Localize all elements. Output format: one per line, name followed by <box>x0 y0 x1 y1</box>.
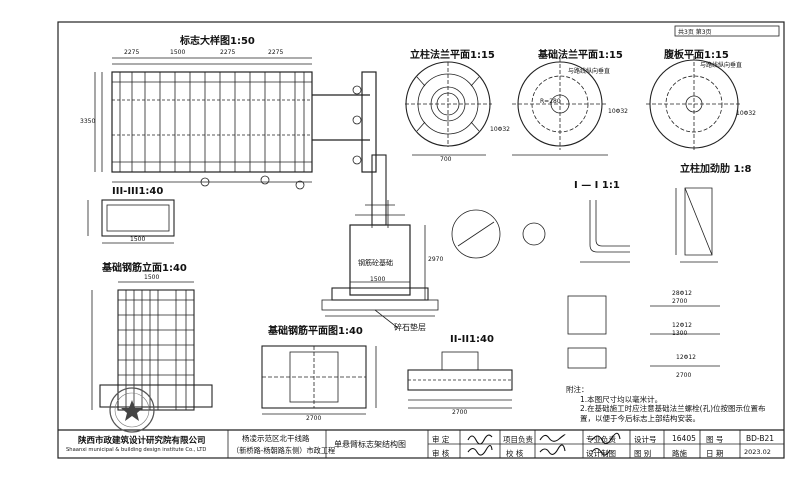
sign-detail-title: 标志大样图1:50 <box>180 36 255 47</box>
company-name: 陕西市政建筑设计研究院有限公司 <box>78 436 206 446</box>
column-stiffener-drawing <box>675 187 718 263</box>
section-1-drawing <box>451 200 630 263</box>
category-label: 图 别 <box>634 449 652 458</box>
dim-sign-top-3: 2275 <box>220 49 236 56</box>
date: 2023.02 <box>744 448 771 456</box>
section-1-title: I — I 1:1 <box>574 180 620 191</box>
drawing-border <box>57 21 785 459</box>
concrete-base-label: 钢筋砼基础 <box>358 259 393 267</box>
project-lead-label: 项目负责 <box>503 435 533 444</box>
rebar-details <box>567 295 720 369</box>
dim-sign-top-1: 2275 <box>124 49 140 56</box>
rebar-note-6: 2700 <box>676 372 692 379</box>
designer-label: 设计制图 <box>586 449 616 458</box>
project-line-2: （新桥路-杨朝路东侧）市政工程 <box>232 446 336 455</box>
dim-plan-width: 2700 <box>306 415 322 422</box>
dim-rebar-width: 1500 <box>144 274 160 281</box>
dim-sign-top-4: 2275 <box>268 49 284 56</box>
rebar-note-4: 1300 <box>672 330 688 337</box>
rib-plate-plan <box>646 56 742 152</box>
audit-label: 审 核 <box>432 449 450 458</box>
rebar-note-1: 28Φ12 <box>672 290 692 297</box>
section-2-drawing <box>407 351 513 409</box>
bolt-spec-column: 10Φ32 <box>490 126 510 133</box>
note-item-1: 1.本图尺寸均以毫米计。 <box>580 395 663 404</box>
page-number: 共3页 第3页 <box>678 29 712 36</box>
foundation-rebar-elevation <box>91 281 213 411</box>
foundation-rebar-elevation-title: 基础钢筋立面1:40 <box>102 263 187 274</box>
bolt-spec-base: 10Φ32 <box>608 108 628 115</box>
dim-flange-diameter: 700 <box>440 156 452 163</box>
check-label: 校 核 <box>506 449 524 458</box>
gravel-layer-label: 碎石垫层 <box>394 323 426 332</box>
rebar-note-2: 2700 <box>672 298 688 305</box>
dim-sign-left: 3350 <box>80 118 96 125</box>
dim-section-3-width: 1500 <box>130 236 146 243</box>
column-stiffener-title: 立柱加劲肋 1:8 <box>680 164 752 175</box>
drawing-no-label: 图 号 <box>706 435 724 444</box>
rib-note-base: 与路线纵向垂直 <box>568 68 611 75</box>
column-flange-plan <box>405 61 492 156</box>
foundation-rebar-plan <box>261 345 377 415</box>
design-no-label: 设计号 <box>634 435 657 444</box>
review-label: 审 定 <box>432 435 450 444</box>
dim-flange-radius: R=280 <box>540 98 561 105</box>
dim-sign-top-2: 1500 <box>170 49 186 56</box>
discipline-lead-label: 专业负责 <box>586 435 616 444</box>
section-3-title: III-III1:40 <box>112 186 164 197</box>
dim-base-width: 1500 <box>370 276 386 283</box>
date-label: 日 期 <box>706 449 724 458</box>
company-seal <box>109 387 155 433</box>
bolt-spec-rib: 10Φ32 <box>736 110 756 117</box>
drawing-name: 单悬臂标志架结构图 <box>334 440 406 449</box>
rebar-note-3: 12Φ12 <box>672 322 692 329</box>
base-flange-plan <box>512 58 608 156</box>
rebar-note-5: 12Φ12 <box>676 354 696 361</box>
dim-section-2-width: 2700 <box>452 409 468 416</box>
company-name-en: Shaanxi municipal & building design inst… <box>66 447 207 453</box>
design-no: 16405 <box>672 434 696 443</box>
rib-plate-title: 腹板平面1:15 <box>664 50 729 61</box>
note-item-2: 2.在基础施工时应注意基础法兰螺栓(孔)位按图示位置布置，以便于今后标志上部结构… <box>580 404 766 423</box>
project-line-1: 杨凌示范区北干线路 <box>242 434 310 443</box>
rib-note-plate: 与路线纵向垂直 <box>700 62 743 69</box>
base-flange-title: 基础法兰平面1:15 <box>538 50 623 61</box>
notes-heading: 附注： <box>566 385 589 394</box>
section-3-drawing <box>87 199 175 244</box>
signatures <box>467 432 621 456</box>
dim-base-height: 2970 <box>428 256 444 263</box>
column-flange-title: 立柱法兰平面1:15 <box>410 50 495 61</box>
foundation-elevation <box>321 200 439 329</box>
drawing-no: BD-B21 <box>746 434 775 443</box>
foundation-rebar-plan-title: 基础钢筋平面图1:40 <box>268 326 363 337</box>
section-2-title: II-II1:40 <box>450 334 494 345</box>
category: 路施 <box>672 449 687 458</box>
